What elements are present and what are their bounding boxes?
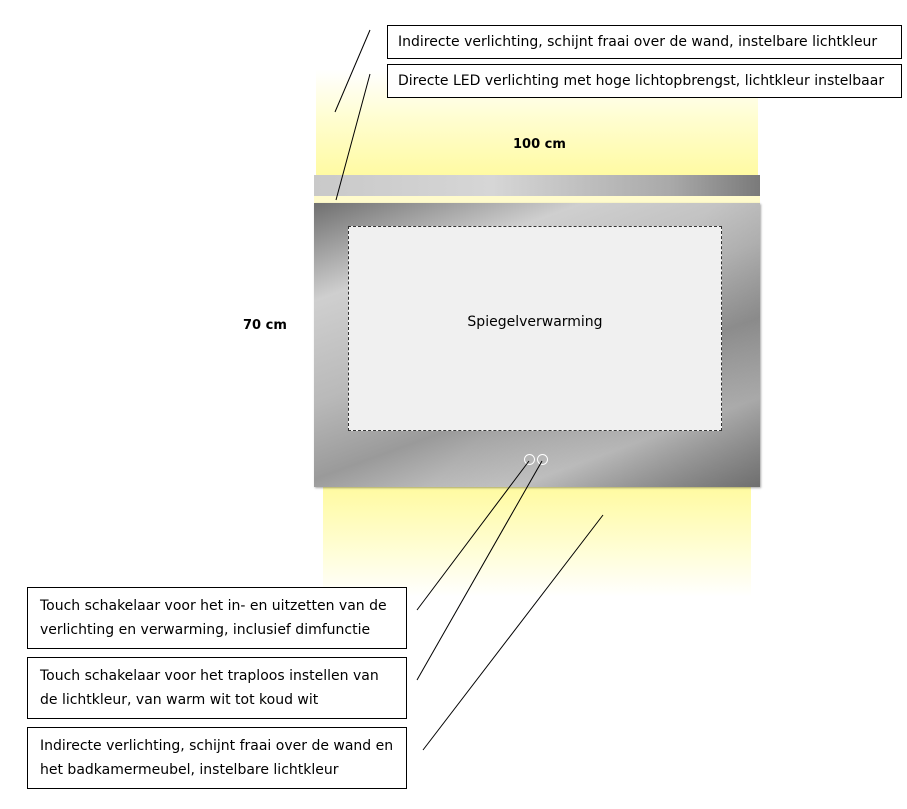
callout-indirect-bottom: Indirecte verlichting, schijnt fraai ove… (27, 727, 407, 789)
touch-color-button-icon[interactable] (537, 454, 548, 465)
heating-label: Spiegelverwarming (467, 313, 603, 330)
leader-line-indirect-bottom (422, 514, 604, 751)
leader-line-direct-led (335, 73, 371, 201)
callout-indirect-top: Indirecte verlichting, schijnt fraai ove… (387, 25, 902, 59)
callout-indirect-bottom-text: Indirecte verlichting, schijnt fraai ove… (40, 738, 394, 778)
callout-touch-power-text: Touch schakelaar voor het in- en uitzett… (40, 598, 387, 638)
callout-touch-power: Touch schakelaar voor het in- en uitzett… (27, 587, 407, 649)
indirect-light-glow-bottom (323, 487, 751, 597)
callout-touch-color: Touch schakelaar voor het traploos inste… (27, 657, 407, 719)
callout-touch-color-text: Touch schakelaar voor het traploos inste… (40, 668, 379, 708)
leader-line-indirect-top (334, 29, 371, 113)
mirror-heating-zone: Spiegelverwarming (348, 226, 722, 431)
callout-direct-led-text: Directe LED verlichting met hoge lichtop… (398, 73, 885, 89)
width-dimension-label: 100 cm (513, 137, 566, 152)
callout-indirect-top-text: Indirecte verlichting, schijnt fraai ove… (398, 34, 878, 50)
leader-line-touch-power (416, 460, 530, 611)
mirror-top-bar (314, 175, 760, 196)
touch-power-button-icon[interactable] (524, 454, 535, 465)
direct-led-strip (314, 196, 760, 203)
height-dimension-label: 70 cm (243, 318, 287, 333)
callout-direct-led: Directe LED verlichting met hoge lichtop… (387, 64, 902, 98)
leader-line-touch-color (416, 460, 543, 681)
